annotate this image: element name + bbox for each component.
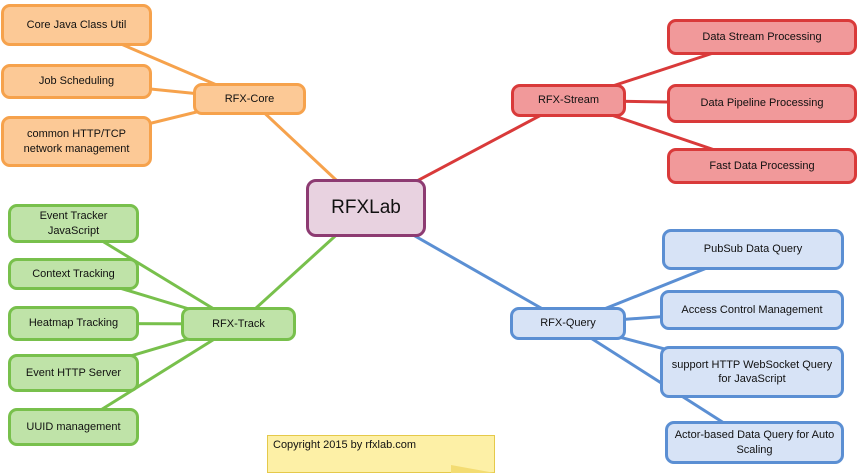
leaf-fast-data-processing[interactable]: Fast Data Processing bbox=[667, 148, 857, 184]
leaf-uuid-management[interactable]: UUID management bbox=[8, 408, 139, 446]
branch-rfx-stream[interactable]: RFX-Stream bbox=[511, 84, 626, 117]
leaf-data-stream-processing[interactable]: Data Stream Processing bbox=[667, 19, 857, 55]
leaf-event-tracker-javascript[interactable]: Event Tracker JavaScript bbox=[8, 204, 139, 243]
root-node[interactable]: RFXLab bbox=[306, 179, 426, 237]
leaf-job-scheduling[interactable]: Job Scheduling bbox=[1, 64, 152, 99]
copyright-text: Copyright 2015 by rfxlab.com bbox=[273, 439, 417, 451]
branch-rfx-query[interactable]: RFX-Query bbox=[510, 307, 626, 340]
leaf-websocket-query-javascript[interactable]: support HTTP WebSocket Query for JavaScr… bbox=[660, 346, 844, 398]
branch-rfx-track[interactable]: RFX-Track bbox=[181, 307, 296, 341]
leaf-pubsub-data-query[interactable]: PubSub Data Query bbox=[662, 229, 844, 270]
leaf-event-http-server[interactable]: Event HTTP Server bbox=[8, 354, 139, 392]
leaf-context-tracking[interactable]: Context Tracking bbox=[8, 258, 139, 290]
leaf-core-java-class-util[interactable]: Core Java Class Util bbox=[1, 4, 152, 46]
copyright-note: Copyright 2015 by rfxlab.com bbox=[267, 435, 495, 473]
leaf-access-control-management[interactable]: Access Control Management bbox=[660, 290, 844, 330]
leaf-network-management[interactable]: common HTTP/TCP network management bbox=[1, 116, 152, 167]
leaf-data-pipeline-processing[interactable]: Data Pipeline Processing bbox=[667, 84, 857, 123]
note-fold-corner bbox=[451, 465, 495, 473]
branch-rfx-core[interactable]: RFX-Core bbox=[193, 83, 306, 115]
leaf-actor-based-data-query[interactable]: Actor-based Data Query for Auto Scaling bbox=[665, 421, 844, 464]
leaf-heatmap-tracking[interactable]: Heatmap Tracking bbox=[8, 306, 139, 341]
